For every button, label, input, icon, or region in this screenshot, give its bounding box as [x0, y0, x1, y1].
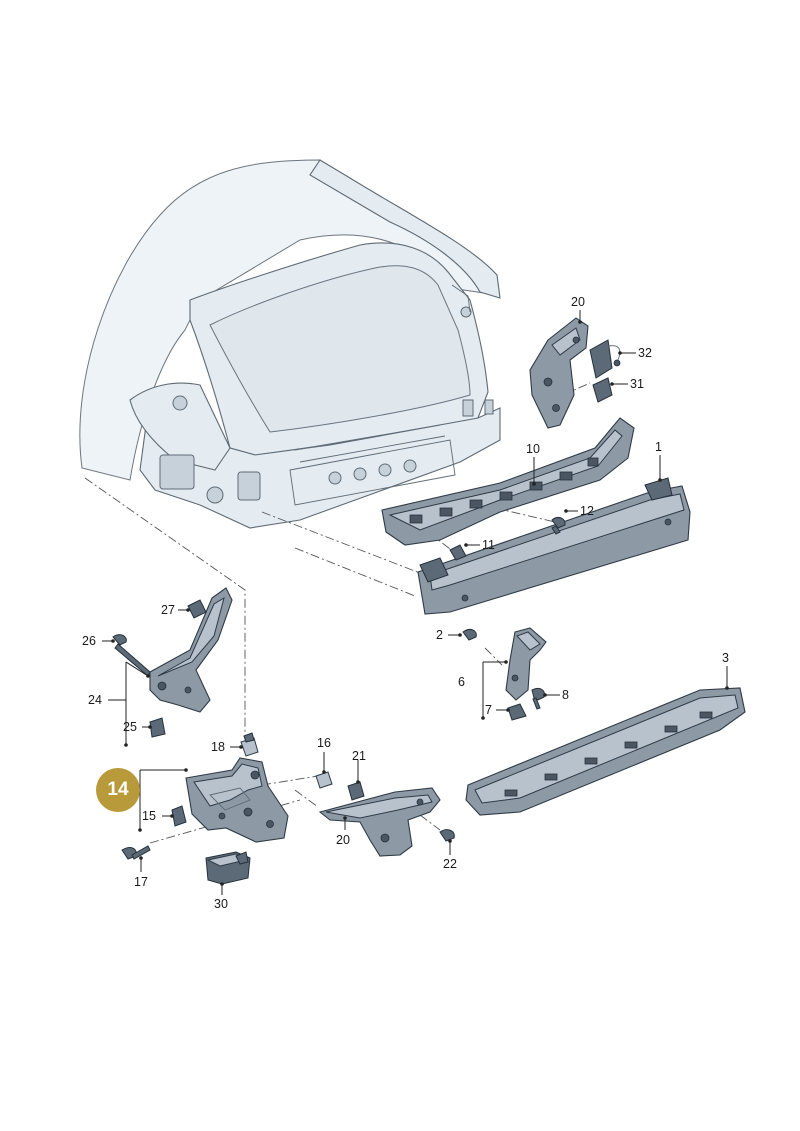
part-27-clip: [187, 599, 207, 619]
callout-21: 21: [352, 749, 366, 763]
part-20-upper-bracket: [529, 317, 589, 429]
callout-1: 1: [655, 440, 662, 454]
part-16-rivet: [315, 771, 333, 789]
part-31-cover: [592, 377, 613, 403]
callout-32: 32: [638, 346, 652, 360]
part-26-bolt: [112, 634, 151, 677]
callout-27: 27: [161, 603, 175, 617]
part-10-absorber: [381, 417, 635, 546]
part-2-bolt: [462, 629, 477, 641]
callout-30: 30: [214, 897, 228, 911]
part-3-lower-absorber: [465, 687, 746, 816]
callout-26: 26: [82, 634, 96, 648]
callout-3: 3: [722, 651, 729, 665]
callout-20-lower: 20: [336, 833, 350, 847]
part-11-nut: [449, 544, 467, 561]
part-6-bracket: [505, 627, 547, 701]
part-1-bumper-beam: [417, 477, 691, 615]
part-15-nut: [171, 805, 187, 827]
part-20-lower-bracket: [318, 787, 441, 857]
callout-24: 24: [88, 693, 102, 707]
callout-11: 11: [482, 538, 495, 552]
callout-25: 25: [123, 720, 137, 734]
callout-22: 22: [443, 857, 457, 871]
callout-20-upper: 20: [571, 295, 585, 309]
part-22-screw: [439, 829, 455, 842]
part-25-nut: [149, 717, 166, 738]
callout-15: 15: [142, 809, 156, 823]
part-18-rivet: [240, 732, 259, 757]
callout-8: 8: [562, 688, 569, 702]
callout-7: 7: [485, 703, 492, 717]
part-24-left-bracket: [149, 587, 233, 713]
part-12-bolt: [551, 517, 566, 535]
callout-2: 2: [436, 628, 443, 642]
callout-17: 17: [134, 875, 148, 889]
highlighted-part-badge: 14: [96, 768, 140, 812]
callout-10: 10: [526, 442, 540, 456]
part-14-bracket: [185, 757, 289, 843]
car-rear-body: [79, 159, 501, 529]
callout-31: 31: [630, 377, 644, 391]
callout-12: 12: [580, 504, 594, 518]
callout-6: 6: [458, 675, 465, 689]
callout-18: 18: [211, 740, 225, 754]
part-8-screw: [531, 687, 545, 710]
part-21-clip: [347, 781, 365, 801]
callout-16: 16: [317, 736, 331, 750]
part-17-screw: [121, 845, 151, 860]
part-32-clip: [589, 339, 621, 379]
part-30-sensor: [205, 851, 251, 885]
part-7-nut: [507, 703, 527, 721]
callouts: 1 2 3 6 7 8 10 11 12: [82, 295, 729, 911]
